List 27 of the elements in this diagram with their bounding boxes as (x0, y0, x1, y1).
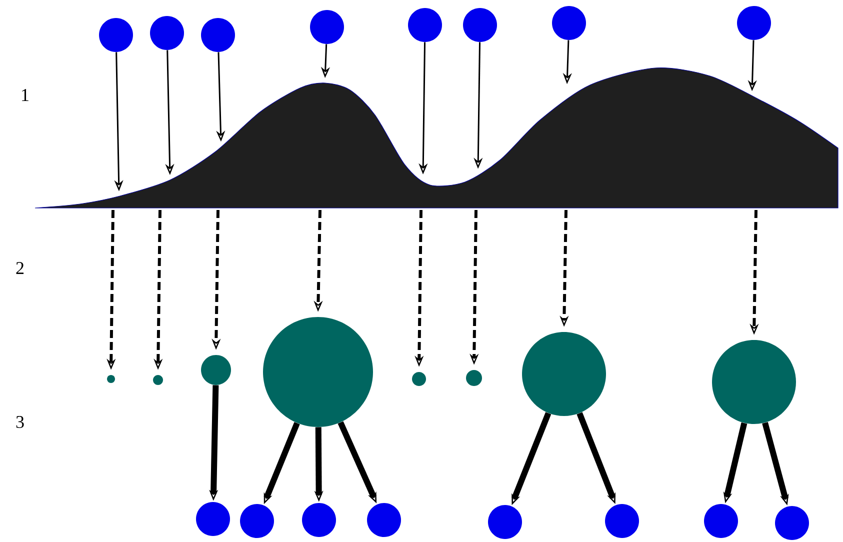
circle-node (522, 332, 606, 416)
circle-node (263, 317, 373, 427)
circle-node (240, 504, 274, 538)
hill-shape (34, 68, 838, 208)
circle-node (737, 6, 771, 40)
circle-node (201, 355, 231, 385)
circle-node (367, 503, 401, 537)
circle-node (408, 8, 442, 42)
row-number: 3 (16, 416, 24, 428)
circle-node (150, 16, 184, 50)
circle-node (712, 340, 796, 424)
circle-node (99, 18, 133, 52)
circle-node (107, 375, 115, 383)
circle-node (463, 8, 497, 42)
circle-node (412, 372, 426, 386)
circle-node (201, 18, 235, 52)
circle-node (310, 10, 344, 44)
circle-node (775, 506, 809, 540)
circle-node (488, 505, 522, 539)
circle-node (605, 504, 639, 538)
circle-node (153, 375, 163, 385)
circle-node (466, 370, 482, 386)
circle-node (704, 504, 738, 538)
circle-node (196, 502, 230, 536)
circle-node (552, 6, 586, 40)
row-number: 2 (16, 262, 24, 274)
circle-node (302, 503, 336, 537)
